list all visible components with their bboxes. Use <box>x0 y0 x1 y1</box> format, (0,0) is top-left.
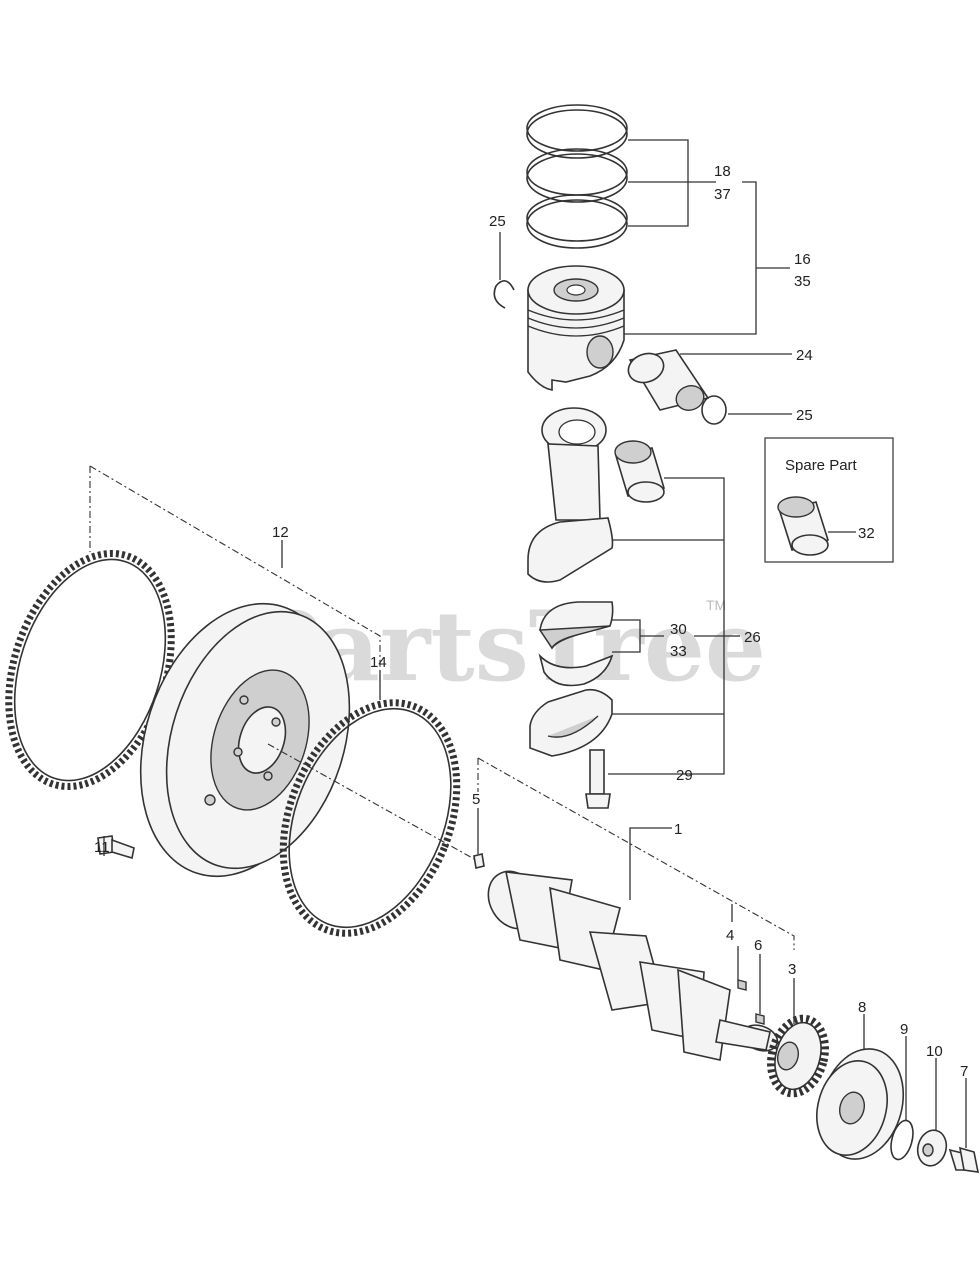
pulley-bolt[interactable] <box>948 1146 980 1173</box>
label-6: 6 <box>754 937 762 954</box>
label-4: 4 <box>726 927 734 944</box>
spare-part-title: Spare Part <box>785 457 858 474</box>
spare-bushing[interactable] <box>777 496 830 556</box>
leader-lines <box>103 139 967 1148</box>
label-10: 10 <box>926 1043 943 1060</box>
crank-pulley[interactable] <box>807 1040 915 1169</box>
callout-labels: 18 37 25 16 35 24 25 32 12 14 30 33 26 2… <box>94 163 968 1080</box>
label-26: 26 <box>744 629 761 646</box>
label-35: 35 <box>794 273 811 290</box>
label-1: 1 <box>674 821 682 838</box>
label-12: 12 <box>272 524 289 541</box>
label-30: 30 <box>670 621 687 638</box>
connecting-rod[interactable] <box>527 407 614 583</box>
circlip-left[interactable] <box>493 280 515 309</box>
spare-part-box: Spare Part <box>764 437 894 563</box>
label-16: 16 <box>794 251 811 268</box>
label-8: 8 <box>858 999 866 1016</box>
piston[interactable] <box>527 265 625 391</box>
o-ring[interactable] <box>887 1118 917 1162</box>
small-end-bushing[interactable] <box>614 440 666 503</box>
rod-cap[interactable] <box>529 688 613 757</box>
label-25-top: 25 <box>489 213 506 230</box>
label-37: 37 <box>714 186 731 203</box>
lower-bearing-shell[interactable] <box>538 653 614 687</box>
label-5: 5 <box>472 791 480 808</box>
rod-bolt[interactable] <box>585 749 611 809</box>
flywheel-bolt[interactable] <box>97 835 135 860</box>
dowel-pin[interactable] <box>473 853 485 869</box>
label-29: 29 <box>676 767 693 784</box>
ring-gear-right[interactable] <box>251 677 489 959</box>
crank-gear[interactable] <box>763 1013 833 1100</box>
washer[interactable] <box>914 1127 950 1169</box>
flywheel[interactable] <box>107 578 380 902</box>
circlip-right[interactable] <box>701 395 727 425</box>
label-18: 18 <box>714 163 731 180</box>
watermark-tm: TM <box>706 597 726 613</box>
label-7: 7 <box>960 1063 968 1080</box>
label-33: 33 <box>670 643 687 660</box>
label-11: 11 <box>94 839 110 856</box>
key-6[interactable] <box>755 1013 765 1025</box>
label-14: 14 <box>370 654 387 671</box>
label-3: 3 <box>788 961 796 978</box>
label-32: 32 <box>858 525 875 542</box>
piston-rings[interactable] <box>526 104 628 249</box>
key-4[interactable] <box>737 979 747 991</box>
piston-pin[interactable] <box>624 349 710 414</box>
crankshaft[interactable] <box>478 862 781 1061</box>
label-9: 9 <box>900 1021 908 1038</box>
upper-bearing-shell[interactable] <box>538 601 614 650</box>
label-24: 24 <box>796 347 813 364</box>
label-25-right: 25 <box>796 407 813 424</box>
